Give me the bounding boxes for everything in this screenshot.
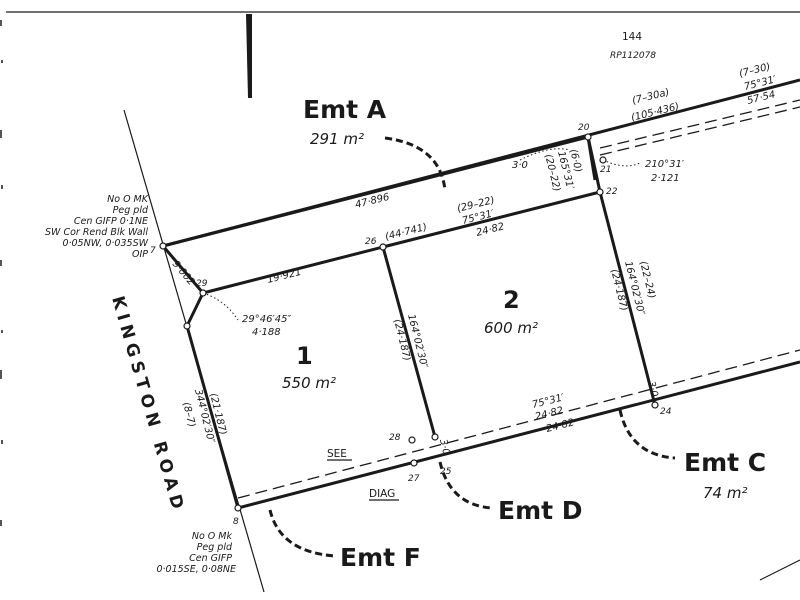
mark-line: Cen GIFP 0·1NE (74, 216, 148, 227)
neighbour-plan: RP112078 (610, 51, 656, 61)
station-label: 22 (606, 187, 618, 197)
dim-pt29-brg: 29°46′45″ (242, 314, 291, 325)
survey-mark-top-left: No O MK Peg pld Cen GIFP 0·1NE SW Cor Re… (45, 194, 149, 260)
station-7 (159, 242, 167, 250)
road-name: KINGSTON ROAD (107, 294, 188, 516)
station-label: 28 (389, 433, 401, 443)
pointer-emt-f (268, 509, 336, 558)
station-label: 8 (233, 517, 239, 527)
station-labels: 7 8 20 21 22 24 25 26 27 28 29 (150, 123, 672, 527)
dim-pt21-brg: 210°31′ (645, 159, 685, 170)
emt-f-label: Emt F (340, 543, 421, 572)
boundary-lot-2-right (598, 191, 657, 406)
station-24 (651, 401, 659, 409)
station-25 (431, 433, 439, 441)
mark-line: SW Cor Rend Blk Wall (45, 227, 148, 238)
station-label: 29 (196, 279, 208, 289)
mark-line: 0·015SE, 0·08NE (156, 564, 236, 575)
boundary-lots-divide (381, 246, 437, 438)
boundary-lot-front-chord (185, 292, 205, 327)
lot-1-number: 1 (296, 342, 313, 370)
leader-21 (602, 159, 641, 167)
station-28 (408, 436, 416, 444)
survey-mark-bottom-left: No O Mk Peg pld Cen GIFP 0·015SE, 0·08NE (156, 531, 236, 575)
mark-line: Peg pld (113, 205, 149, 216)
neighbour-wedge (246, 14, 252, 98)
station-label: 26 (365, 237, 377, 247)
station-label: 21 (600, 165, 611, 175)
station-22 (596, 188, 604, 196)
dim-low-off: 3·0 (437, 438, 452, 456)
easement-line-rear (599, 106, 800, 156)
river-strip (759, 559, 800, 581)
leader-30 (519, 148, 571, 161)
mark-line: Peg pld (197, 542, 233, 553)
scan-edge (0, 20, 3, 526)
emt-d-label: Emt D (498, 496, 583, 525)
dim-left-ref: (8–7) (180, 401, 197, 428)
dim-pt21-dist: 2·121 (651, 173, 680, 184)
lot-2-area: 600 m² (484, 319, 538, 337)
dim-right-off: 3·0 (645, 380, 660, 398)
boundary-lot-rear (237, 360, 800, 510)
dim-pt29-dist: 4·188 (252, 327, 281, 338)
mark-line: OIP (132, 249, 148, 260)
station-label: 27 (408, 474, 420, 484)
station-label: 7 (150, 246, 156, 256)
station-label: 24 (660, 407, 672, 417)
boundary-lot-front (185, 325, 240, 509)
boundary-lot-top (162, 135, 589, 248)
station-26 (379, 243, 387, 251)
boundary-lot-1-top (202, 245, 384, 295)
emt-c-label: Emt C (684, 448, 766, 477)
station-20 (584, 133, 592, 141)
neighbour-lot: 144 (622, 31, 642, 43)
station-21 (599, 156, 607, 164)
mark-line: No O Mk (192, 531, 233, 542)
emt-c-area: 74 m² (703, 484, 747, 502)
station-8 (234, 504, 242, 512)
boundary-lot-2-top (382, 190, 601, 249)
note-diag: DIAG (369, 488, 395, 500)
mark-line: 0·05NW, 0·035SW (62, 238, 148, 249)
station-label: 25 (440, 467, 452, 477)
note-see: SEE (327, 448, 347, 460)
lot-1-area: 550 m² (282, 374, 336, 392)
pointer-emt-c (618, 409, 676, 460)
station-label: 20 (578, 123, 590, 133)
dim-low-dist2: 24·82 (545, 417, 575, 435)
leader-29 (202, 292, 239, 321)
boundary-lot-front-upper (161, 245, 205, 294)
access-strip-left (586, 136, 597, 181)
station-27 (410, 459, 418, 467)
mark-line: No O MK (107, 194, 149, 205)
stations (159, 133, 659, 512)
station-29 (199, 289, 207, 297)
mark-line: Cen GIFP (189, 553, 232, 564)
dim-cut-30: 3·0 (512, 160, 528, 171)
dimensions: (7–30) 75°31′ 57·54 (7–30a) (105·436) 47… (170, 62, 778, 457)
easement-rear (237, 349, 800, 499)
pointer-emt-a (384, 136, 447, 191)
emt-a-area: 291 m² (310, 130, 364, 148)
easement-line-top (599, 99, 800, 149)
lot-2-number: 2 (503, 286, 520, 314)
dim-29-26: 19·921 (266, 267, 303, 286)
station-corner (183, 322, 191, 330)
emt-a-label: Emt A (303, 95, 387, 124)
dim-chord: 9·002 (170, 259, 197, 288)
pointer-emt-d (438, 461, 493, 510)
